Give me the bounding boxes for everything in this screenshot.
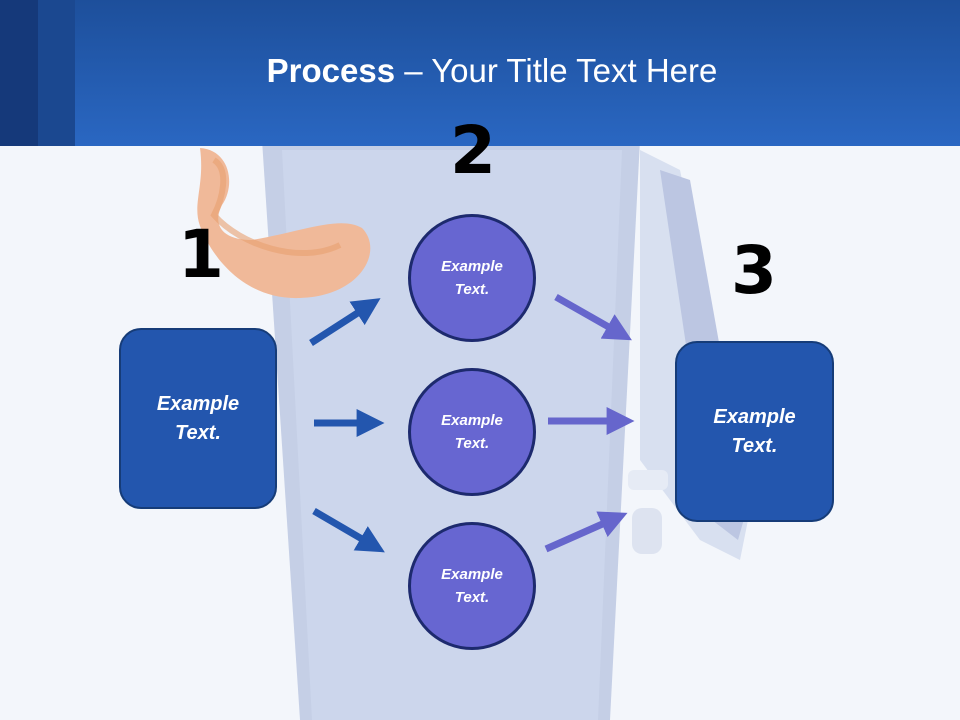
arrow-left-down — [312, 507, 385, 553]
step-number-2: 2 — [450, 112, 496, 189]
step-3-text-line1: Example — [713, 405, 796, 428]
circle-text-line1: Example — [441, 566, 503, 583]
circle-text-line2: Text. — [454, 281, 490, 298]
circle-text-line1: Example — [441, 412, 503, 429]
header-accent-block — [38, 0, 75, 146]
arrow-left-up — [309, 298, 381, 346]
circle-text-line2: Text. — [454, 589, 490, 606]
step-3-box: Example Text. — [675, 341, 834, 522]
step-number-3: 3 — [731, 232, 777, 309]
step-2-circle-bottom: Example Text. — [408, 522, 536, 650]
circle-text-line2: Text. — [454, 435, 490, 452]
title-bold: Process — [266, 52, 396, 89]
step-2-circle-middle: Example Text. — [408, 368, 536, 496]
arrow-right-up — [554, 293, 632, 341]
circle-text-line1: Example — [441, 258, 503, 275]
step-1-text-line2: Text. — [175, 421, 221, 444]
title-bar: Process – Your Title Text Here — [0, 0, 960, 146]
step-2-circle-top: Example Text. — [408, 214, 536, 342]
step-number-1: 1 — [178, 216, 224, 293]
title-rest: – Your Title Text Here — [395, 52, 718, 89]
step-1-box: Example Text. — [119, 328, 277, 509]
slide-title: Process – Your Title Text Here — [0, 52, 960, 90]
arrow-right-down — [544, 511, 628, 553]
step-1-text-line1: Example — [156, 392, 240, 415]
header-accent-block — [0, 0, 38, 146]
step-3-text-line2: Text. — [731, 434, 778, 457]
